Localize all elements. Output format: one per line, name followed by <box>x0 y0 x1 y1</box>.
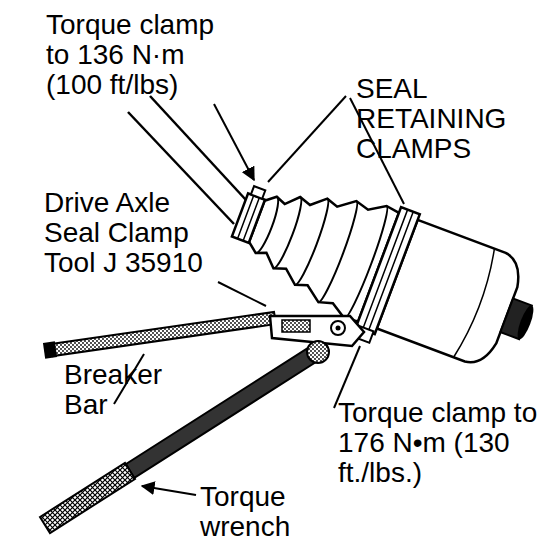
housing-edge <box>454 249 500 360</box>
drawing-part <box>307 341 329 363</box>
boot-rib <box>273 197 305 270</box>
leader-line <box>218 282 266 306</box>
leader-line <box>142 486 196 495</box>
large-clamp <box>356 207 420 334</box>
drawing-part <box>40 463 135 533</box>
boot-rib <box>318 201 362 304</box>
leader-line <box>214 104 254 180</box>
small-clamp-band <box>238 196 260 241</box>
callout-label: Drive Axle Seal Clamp Tool J 35910 <box>44 188 222 278</box>
shaft-end <box>514 304 536 341</box>
callout-label: SEAL RETAINING CLAMPS <box>356 74 536 164</box>
breaker-bar <box>43 312 276 359</box>
boot-rib <box>295 199 333 287</box>
callout-label: Torque clamp to 176 N•m (130 ft./lbs.) <box>338 398 538 488</box>
large-clamp-band <box>363 210 414 332</box>
drawing-part <box>43 341 57 359</box>
drawing-part <box>51 312 276 356</box>
leader-line <box>268 96 346 182</box>
callout-label: Torque clamp to 136 N·m (100 ft/lbs) <box>46 10 236 100</box>
small-clamp-nut <box>251 186 265 199</box>
torque-wrench <box>40 341 329 533</box>
small-clamp <box>232 193 265 242</box>
callout-label: Breaker Bar <box>64 360 184 420</box>
drawing-part <box>336 326 341 331</box>
boot-assembly <box>214 155 553 393</box>
drawing-part <box>331 321 345 335</box>
callout-label: Torque wrench <box>200 482 320 542</box>
drawing-part <box>282 320 310 332</box>
